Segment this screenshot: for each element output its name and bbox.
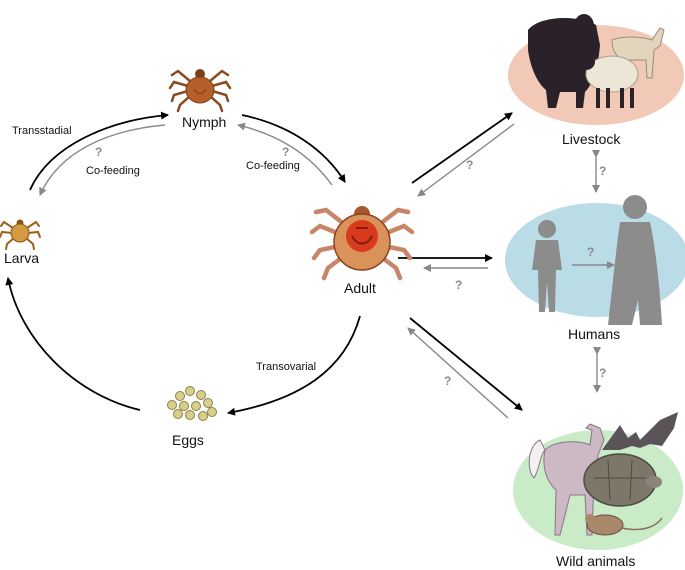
transstadial-label: Transstadial: [12, 125, 72, 137]
arrow-nymph-to-larva: [39, 124, 166, 196]
transovarial-label: Transovarial: [256, 361, 317, 373]
adult-label: Adult: [344, 280, 376, 296]
eggs-icon: [167, 386, 217, 421]
unknown-mark-livestock-humans: ?: [599, 164, 607, 178]
unknown-mark-wild: ?: [444, 374, 452, 388]
humans-label: Humans: [568, 326, 621, 342]
arrow-adult-to-wild: [409, 317, 523, 411]
tick-larva-icon: [0, 219, 41, 250]
arrow-larva-to-nymph: [29, 111, 169, 191]
unknown-mark-humans-wild: ?: [599, 366, 607, 380]
cofeeding-left-label: Co-feeding: [86, 165, 140, 177]
arrow-adult-to-livestock: [411, 112, 513, 184]
livestock-icon: [528, 14, 665, 108]
arrow-eggs-to-larva: [5, 277, 141, 411]
arrow-livestock-to-adult: [417, 123, 515, 197]
tick-adult-icon: [309, 206, 415, 281]
unknown-mark-livestock: ?: [466, 158, 474, 172]
humans-icon: [532, 195, 662, 325]
larva-label: Larva: [4, 250, 40, 266]
cofeeding-right-label: Co-feeding: [246, 160, 300, 172]
arrow-adult-to-nymph: [237, 122, 333, 186]
arrow-adult-to-eggs: [227, 315, 361, 416]
tick-nymph-icon: [168, 69, 232, 113]
unknown-mark-cofeeding-right: ?: [282, 145, 290, 159]
arrow-nymph-to-adult: [241, 114, 346, 183]
wild-animals-label: Wild animals: [556, 553, 636, 569]
wild-animals-icon: [528, 412, 678, 536]
arrow-wild-to-adult: [407, 327, 509, 419]
eggs-label: Eggs: [172, 432, 204, 448]
unknown-mark-humans: ?: [455, 278, 463, 292]
unknown-mark-cofeeding-left: ?: [95, 145, 103, 159]
unknown-mark-child-adult: ?: [587, 245, 595, 259]
livestock-label: Livestock: [562, 131, 621, 147]
nymph-label: Nymph: [182, 114, 227, 130]
